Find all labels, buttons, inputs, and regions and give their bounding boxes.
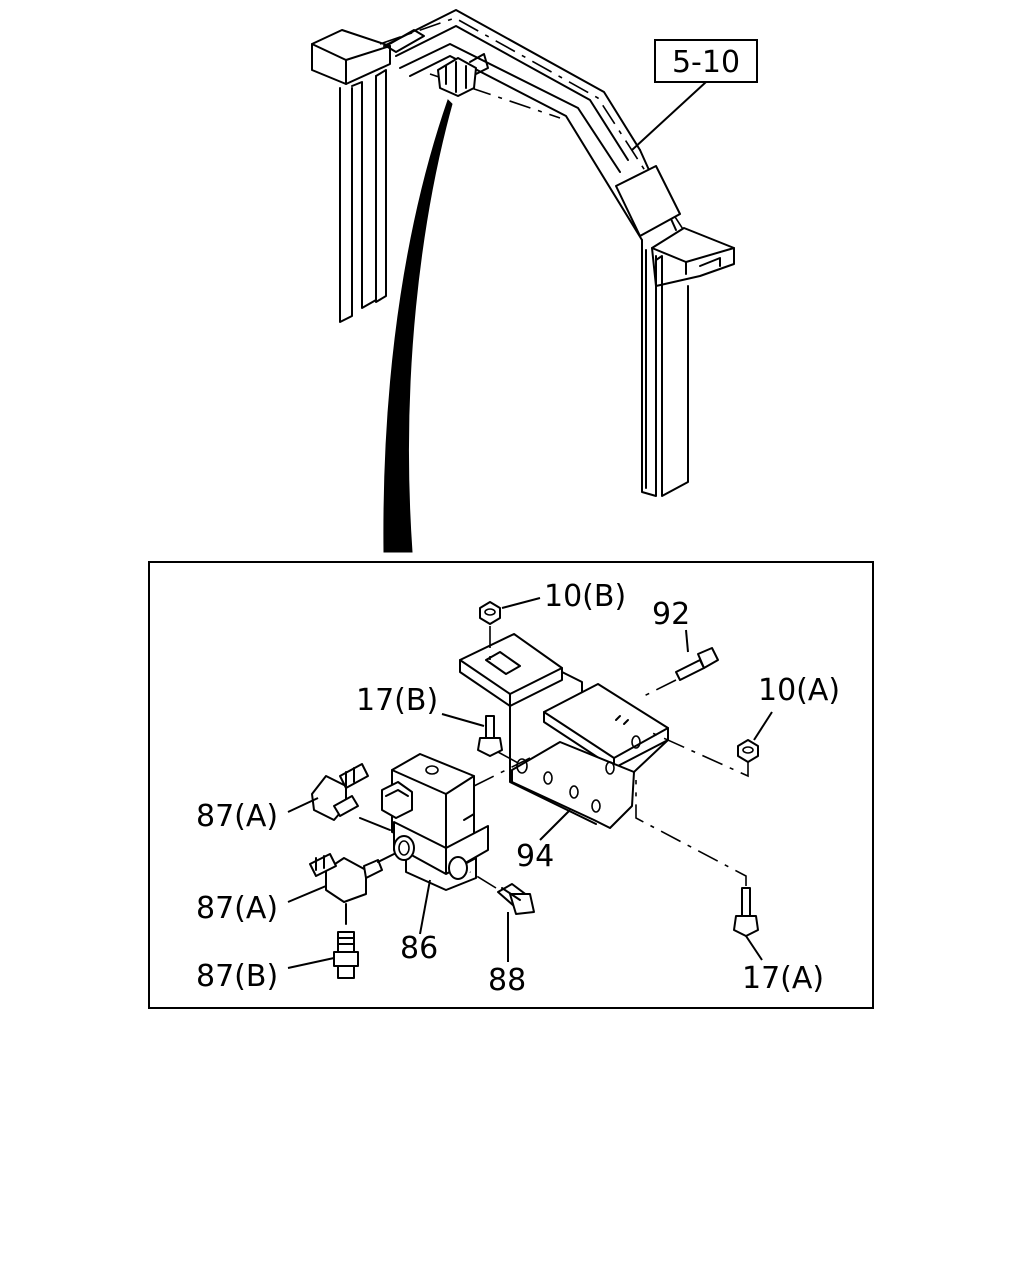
callout-10b: 10(B) bbox=[501, 579, 626, 614]
mounted-valve-small bbox=[437, 53, 489, 97]
bolt-17a bbox=[635, 780, 759, 937]
callout-92-label: 92 bbox=[652, 597, 690, 632]
assembly-line-valve bbox=[473, 757, 531, 787]
callout-87a-lower-label: 87(A) bbox=[196, 891, 278, 926]
elbow-fitting-87a-lower bbox=[309, 853, 395, 925]
callout-92: 92 bbox=[652, 597, 690, 653]
straight-fitting-87b bbox=[333, 931, 359, 979]
callout-10a: 10(A) bbox=[753, 673, 840, 741]
elbow-fitting-87a-upper bbox=[311, 763, 391, 831]
reference-label: 5-10 bbox=[672, 45, 740, 80]
callout-88: 88 bbox=[488, 912, 526, 998]
callout-17a-label: 17(A) bbox=[742, 961, 824, 996]
callout-88-label: 88 bbox=[488, 963, 526, 998]
callout-17b: 17(B) bbox=[356, 683, 485, 727]
plug-fitting-88 bbox=[469, 871, 535, 915]
callout-87a-upper-label: 87(A) bbox=[196, 799, 278, 834]
callout-86-label: 86 bbox=[400, 931, 438, 966]
callout-87a-upper: 87(A) bbox=[196, 797, 319, 834]
callout-10a-label: 10(A) bbox=[758, 673, 840, 708]
detail-pointer bbox=[383, 99, 453, 553]
callout-17a: 17(A) bbox=[742, 935, 824, 996]
reference-box: 5-10 bbox=[631, 39, 758, 151]
cab-frame-assembly bbox=[311, 9, 735, 497]
nut-10a bbox=[649, 731, 759, 778]
callout-10b-label: 10(B) bbox=[544, 579, 626, 614]
callout-17b-label: 17(B) bbox=[356, 683, 438, 718]
nut-10b bbox=[479, 601, 501, 660]
callout-94: 94 bbox=[516, 809, 571, 874]
callout-86: 86 bbox=[400, 879, 438, 966]
callout-87b: 87(B) bbox=[196, 957, 335, 994]
solenoid-valve-86 bbox=[381, 753, 489, 891]
callout-94-label: 94 bbox=[516, 839, 554, 874]
detail-box bbox=[148, 561, 874, 1009]
callout-87b-label: 87(B) bbox=[196, 959, 278, 994]
callout-87a-lower: 87(A) bbox=[196, 885, 327, 926]
bracket-94 bbox=[459, 633, 669, 829]
bolt-17b bbox=[477, 715, 521, 765]
bolt-92 bbox=[639, 647, 719, 699]
